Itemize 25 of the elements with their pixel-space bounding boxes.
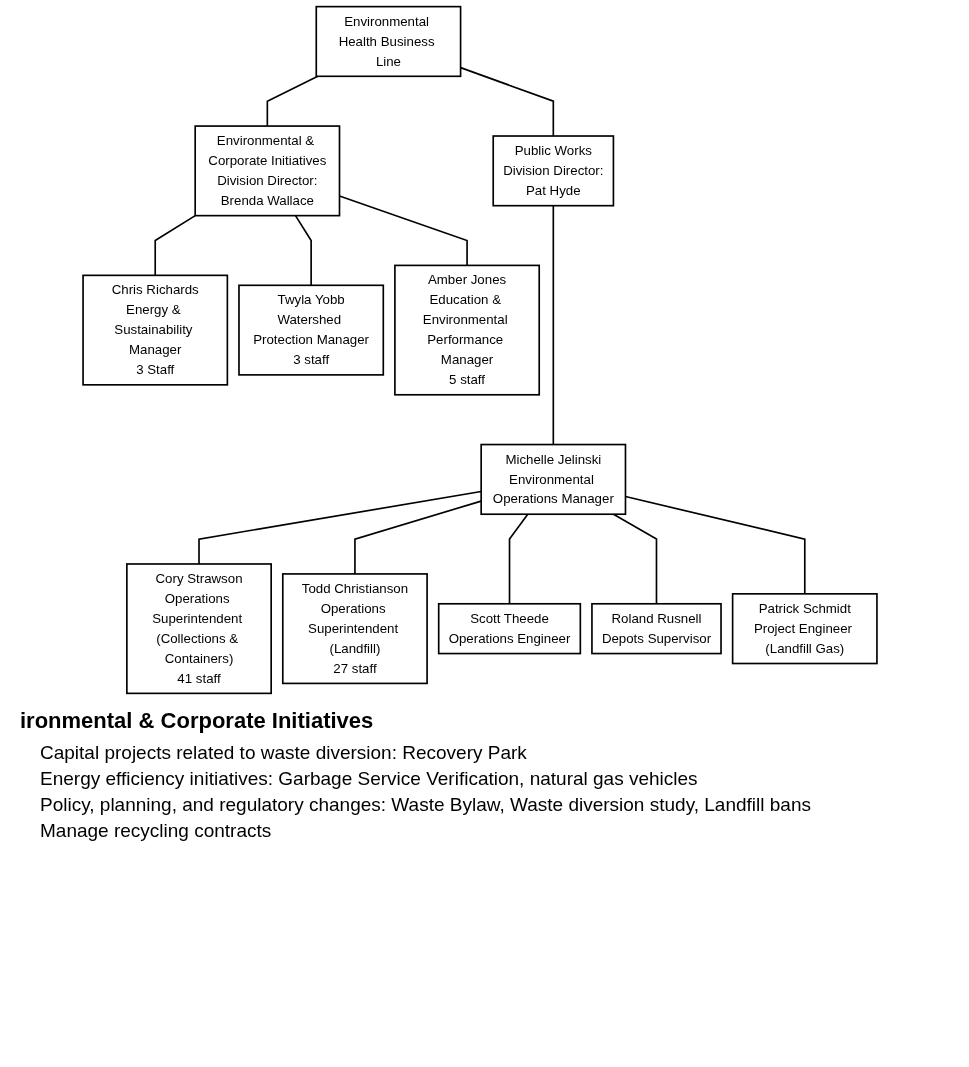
node-box: Public Works Division Director: Pat Hyde: [492, 135, 615, 207]
node-box: Environmental Health Business Line: [315, 5, 462, 78]
connector: [198, 490, 482, 565]
connector: [154, 214, 197, 277]
node-box: Todd Christianson Operations Superintendent (Landfill) 27 staff: [281, 573, 428, 685]
connector: [294, 214, 312, 287]
node-box: Environmental & Corporate Initiatives Division Director: Brenda Wallace: [194, 125, 341, 217]
node-box: Chris Richards Energy & Sustainability Manager 3 Staff: [82, 274, 229, 386]
node-box: Michelle Jelinski Environmental Operations Manager: [480, 443, 627, 516]
connector: [612, 513, 658, 605]
node-box: Roland Rusnell Depots Supervisor: [591, 602, 722, 655]
node-box: Patrick Schmidt Project Engineer (Landfill Gas): [731, 593, 878, 665]
node-box: Amber Jones Education & Environmental Performance Manager 5 staff: [394, 264, 541, 396]
node-box: Scott Theede Operations Engineer: [437, 602, 582, 655]
connector: [354, 500, 482, 575]
node-box: Twyla Yobb Watershed Protection Manager 3 staff: [238, 284, 385, 376]
bullet-item: Manage recycling contracts: [40, 820, 273, 842]
bullet-item: Energy efficiency initiatives: Garbage Service Verification, natural gas vehicles: [40, 768, 699, 790]
connector: [508, 513, 529, 605]
bullet-item: Policy, planning, and regulatory changes: Waste Bylaw, Waste diversion study, Landfill bans: [40, 794, 812, 816]
section-heading: ironmental & Corporate Initiatives: [20, 708, 375, 734]
connector: [552, 204, 555, 446]
connector: [266, 75, 319, 127]
bullet-item: Capital projects related to waste diversion: Recovery Park: [40, 742, 528, 764]
node-box: Cory Strawson Operations Superintendent (Collections & Containers) 41 staff: [126, 563, 272, 695]
